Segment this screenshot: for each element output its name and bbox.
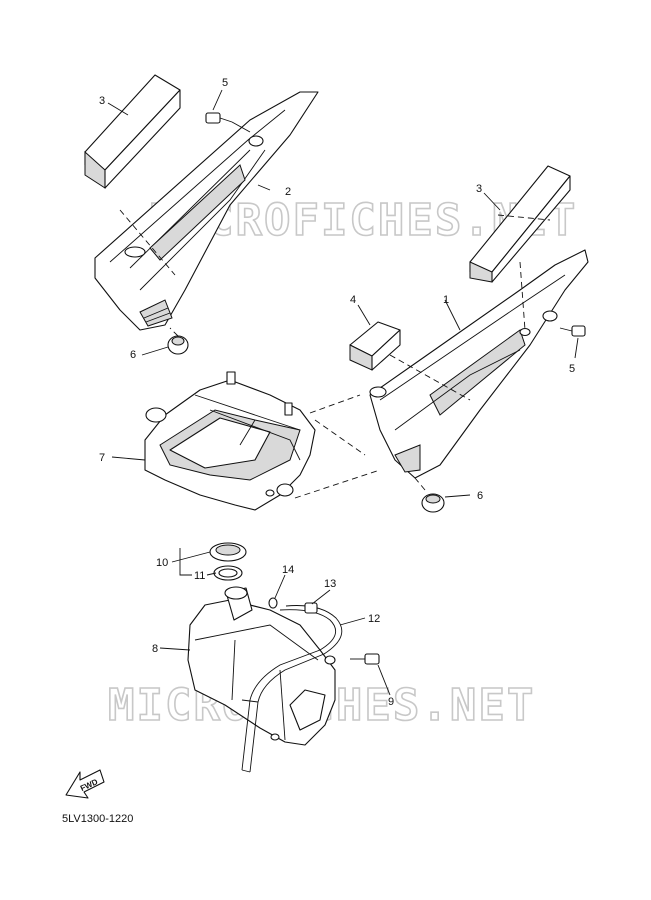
- diagram-code: 5LV1300-1220: [62, 813, 133, 825]
- callout-6a: 6: [130, 349, 136, 361]
- callout-5b: 5: [569, 363, 575, 375]
- seal-11[interactable]: [213, 565, 243, 581]
- bolt-5-left[interactable]: [205, 112, 233, 124]
- callout-13: 13: [324, 578, 336, 590]
- air-box-7[interactable]: [144, 371, 316, 511]
- callout-7: 7: [99, 452, 105, 464]
- callout-1: 1: [443, 294, 449, 306]
- clip-13[interactable]: [304, 602, 318, 614]
- tank-8[interactable]: [187, 586, 336, 746]
- clamp-14[interactable]: [268, 597, 278, 609]
- pad-3-left[interactable]: [84, 74, 181, 189]
- grommet-6-left[interactable]: [167, 335, 189, 355]
- callout-6b: 6: [477, 490, 483, 502]
- grommet-6-right[interactable]: [421, 493, 445, 513]
- callout-11: 11: [194, 570, 205, 582]
- callout-5a: 5: [222, 77, 228, 89]
- callout-9: 9: [388, 696, 394, 708]
- pad-3-right[interactable]: [469, 165, 571, 283]
- callout-10: 10: [156, 557, 168, 569]
- callout-3b: 3: [476, 183, 482, 195]
- bolt-9[interactable]: [350, 653, 380, 665]
- callout-3a: 3: [99, 95, 105, 107]
- callout-12: 12: [368, 613, 380, 625]
- bolt-5-right[interactable]: [559, 325, 586, 337]
- cap-10[interactable]: [209, 542, 247, 562]
- callout-14: 14: [282, 564, 294, 576]
- side-cover-1[interactable]: [369, 249, 589, 479]
- callout-4: 4: [350, 294, 356, 306]
- callout-8: 8: [152, 643, 158, 655]
- fwd-arrow-icon: FWD: [65, 769, 105, 799]
- pad-4[interactable]: [349, 321, 401, 371]
- callout-2: 2: [285, 186, 291, 198]
- side-cover-2[interactable]: [94, 91, 319, 331]
